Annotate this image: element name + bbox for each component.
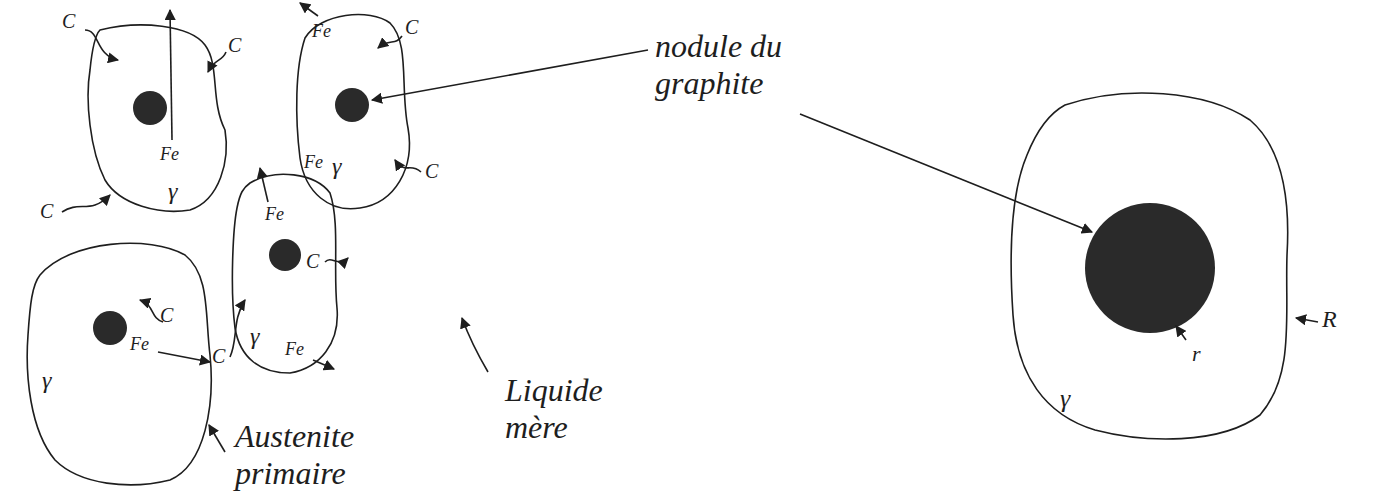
phase-symbol: Fe	[130, 335, 149, 355]
austenite-shell: γr	[1005, 85, 1295, 445]
austenite-shell: FeFeγ	[290, 8, 415, 215]
austenite-shell: Fe γ	[20, 235, 215, 490]
element-symbol: C	[40, 200, 53, 223]
phase-symbol: Fe	[160, 145, 179, 165]
phase-symbol: γ	[250, 323, 259, 349]
phase-symbol: r	[1192, 342, 1201, 366]
phase-symbol: γ	[332, 153, 341, 179]
element-symbol: C	[62, 10, 75, 33]
element-symbol: C	[306, 250, 319, 273]
graphite-nodules	[93, 88, 1215, 345]
shell-outline	[20, 235, 215, 490]
leader-lines	[209, 50, 1318, 452]
phase-symbol: γ	[1060, 385, 1070, 414]
phase-symbol: γ	[168, 178, 177, 204]
shell-outline	[1005, 85, 1295, 445]
element-symbol: C	[212, 345, 225, 368]
austenite-shell: FeγFe	[225, 168, 340, 375]
phase-symbol: Fe	[304, 153, 323, 173]
phase-symbol: γ	[42, 367, 51, 393]
callout-label: Austenite primaire	[235, 418, 415, 492]
shell-outline	[80, 20, 230, 215]
shell-outline	[225, 168, 340, 375]
element-symbol: C	[228, 34, 241, 57]
phase-symbol: Fe	[265, 205, 284, 225]
element-symbol: C	[425, 160, 438, 183]
element-symbol: C	[160, 304, 173, 327]
element-symbol: R	[1322, 306, 1337, 334]
austenite-shell: Fe γ	[80, 20, 230, 215]
shell-outline	[290, 8, 415, 215]
callout-label: nodule du graphite	[655, 28, 855, 102]
phase-symbol: Fe	[312, 22, 331, 42]
element-symbol: C	[405, 16, 418, 39]
callout-label: Liquide mère	[505, 372, 655, 446]
phase-symbol: Fe	[285, 340, 304, 360]
